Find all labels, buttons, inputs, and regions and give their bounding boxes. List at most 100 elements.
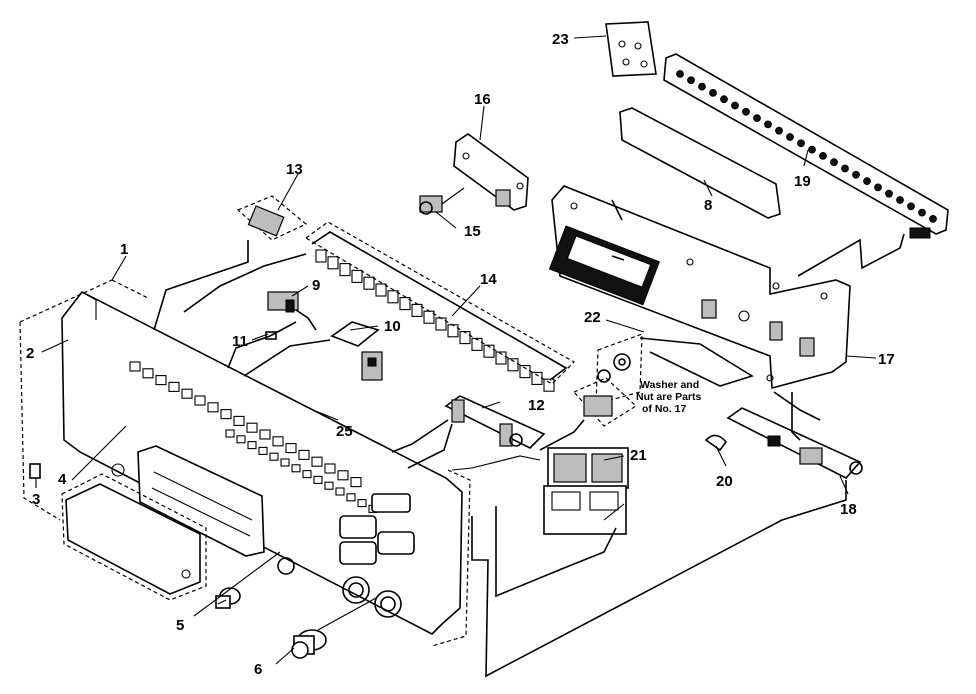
panel-button bbox=[350, 477, 362, 488]
callout-16: 16 bbox=[474, 91, 491, 108]
panel-button bbox=[357, 499, 367, 508]
part-2-front-panel bbox=[61, 290, 463, 635]
key-switch bbox=[339, 263, 351, 277]
panel-button bbox=[246, 422, 258, 433]
callout-23: 23 bbox=[552, 31, 569, 48]
key-switch bbox=[507, 358, 519, 372]
key-switch bbox=[519, 365, 531, 379]
panel-button bbox=[280, 458, 290, 467]
key-switch bbox=[327, 256, 339, 270]
key-switch bbox=[363, 276, 375, 290]
part-16-board bbox=[453, 133, 529, 211]
part-11-led bbox=[265, 331, 277, 340]
panel-button bbox=[335, 487, 345, 496]
led-dot bbox=[786, 133, 794, 141]
key-switch bbox=[315, 249, 327, 263]
panel-button bbox=[247, 441, 257, 450]
callout-9: 9 bbox=[312, 277, 320, 294]
panel-button bbox=[337, 470, 349, 481]
led-dot bbox=[687, 76, 695, 85]
led-dot bbox=[885, 189, 893, 198]
key-switch bbox=[351, 269, 363, 283]
led-dot bbox=[797, 139, 805, 148]
led-dot bbox=[852, 170, 860, 179]
panel-button bbox=[155, 375, 167, 386]
panel-button bbox=[236, 435, 246, 444]
callout-15: 15 bbox=[464, 223, 481, 240]
part-23-board bbox=[605, 21, 657, 77]
callout-20: 20 bbox=[716, 473, 733, 490]
callout-6: 6 bbox=[254, 661, 262, 678]
part-20-clip bbox=[704, 434, 728, 452]
key-switch bbox=[459, 331, 471, 345]
part-21-transformer bbox=[543, 447, 629, 535]
callout-labels: 1 2 3 4 5 6 8 9 10 11 12 13 14 15 16 17 … bbox=[26, 31, 895, 678]
led-dot bbox=[830, 158, 838, 167]
panel-button bbox=[220, 409, 232, 420]
key-switch bbox=[531, 371, 543, 385]
panel-button bbox=[311, 456, 323, 467]
callout-1: 1 bbox=[120, 241, 128, 258]
callout-14: 14 bbox=[480, 271, 497, 288]
led-dot bbox=[698, 82, 706, 91]
callout-25: 25 bbox=[336, 423, 353, 440]
callout-17: 17 bbox=[878, 351, 895, 368]
key-switch bbox=[435, 317, 447, 331]
wiring-lines bbox=[153, 199, 905, 678]
part-13-bracket bbox=[236, 195, 308, 241]
callout-8: 8 bbox=[704, 197, 712, 214]
panel-button bbox=[346, 493, 356, 502]
note-line-2: Nut are Parts bbox=[636, 391, 702, 403]
panel-button bbox=[142, 368, 154, 379]
callout-2: 2 bbox=[26, 345, 34, 362]
panel-button bbox=[194, 395, 206, 406]
panel-button bbox=[168, 381, 180, 392]
led-dot bbox=[863, 177, 871, 186]
led-dot bbox=[720, 95, 728, 104]
part-8-display-window bbox=[619, 107, 781, 219]
part-22-washer-nut bbox=[595, 333, 754, 405]
part-10-switch bbox=[330, 321, 383, 381]
led-dot bbox=[775, 126, 783, 135]
callout-3: 3 bbox=[32, 491, 40, 508]
part-14-key-board bbox=[304, 221, 575, 392]
part-18-board bbox=[726, 407, 863, 479]
part-17-main-board bbox=[548, 185, 851, 390]
part-4-plate bbox=[61, 473, 207, 601]
key-switch bbox=[471, 337, 483, 351]
part-19-led-board bbox=[663, 53, 949, 239]
led-dot bbox=[731, 101, 739, 110]
washer-note: Washer and Nut are Parts of No. 17 bbox=[636, 379, 702, 415]
callout-10: 10 bbox=[384, 318, 401, 335]
key-switch bbox=[399, 297, 411, 311]
panel-button bbox=[285, 443, 297, 454]
callout-19: 19 bbox=[794, 173, 811, 190]
callout-11: 11 bbox=[232, 333, 248, 350]
led-dot bbox=[896, 196, 904, 204]
panel-button bbox=[324, 481, 334, 490]
callout-13: 13 bbox=[286, 161, 303, 178]
panel-button bbox=[129, 361, 141, 372]
key-switch bbox=[483, 344, 495, 358]
led-dot bbox=[742, 107, 750, 116]
callout-12: 12 bbox=[528, 397, 545, 414]
part-15-switch bbox=[419, 187, 465, 215]
key-switch bbox=[447, 324, 459, 338]
panel-button bbox=[207, 402, 219, 413]
led-dot bbox=[929, 215, 937, 223]
key-switch bbox=[387, 290, 399, 304]
panel-button bbox=[225, 429, 235, 438]
led-dot bbox=[808, 145, 816, 154]
key-switch bbox=[411, 303, 423, 317]
part-12-board bbox=[444, 395, 546, 449]
panel-button bbox=[233, 415, 245, 426]
led-dot bbox=[918, 208, 926, 217]
part-6-knob bbox=[291, 629, 327, 659]
note-line-1: Washer and bbox=[640, 379, 699, 391]
part-9-switch bbox=[267, 291, 299, 313]
led-dot bbox=[874, 183, 882, 192]
leader-lines bbox=[35, 35, 877, 665]
note-line-3: of No. 17 bbox=[642, 403, 686, 415]
led-dot bbox=[764, 120, 772, 129]
callout-4: 4 bbox=[58, 471, 67, 488]
